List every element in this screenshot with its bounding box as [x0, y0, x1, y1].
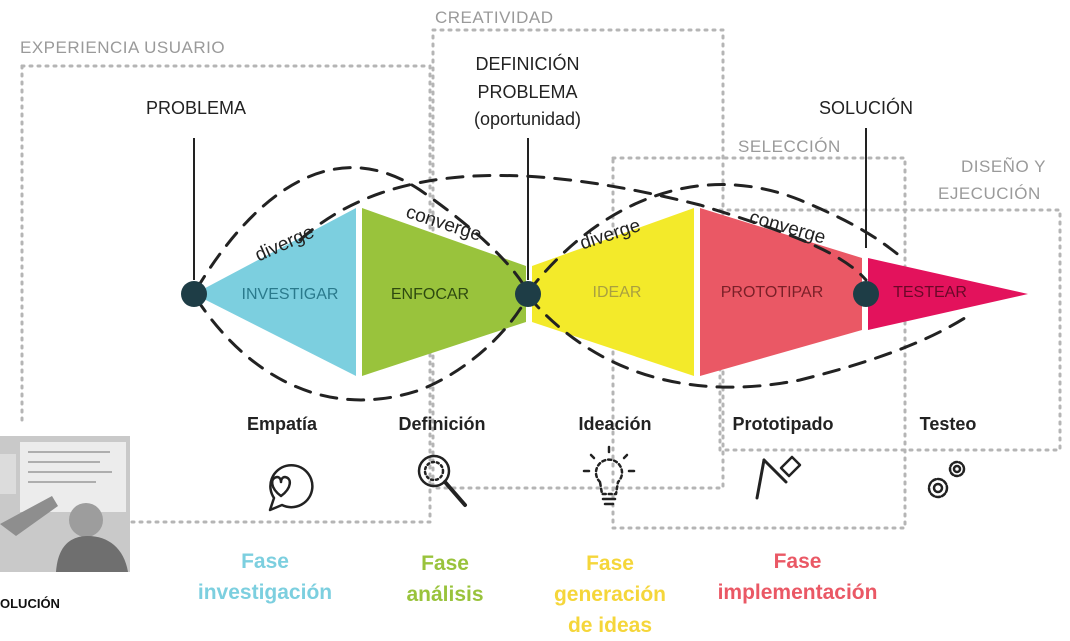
marker-label-definicion-3: (oportunidad)	[473, 109, 582, 129]
hammer-icon	[755, 455, 802, 500]
phase-title-ideacion: Ideación	[578, 414, 652, 434]
phase-title-empatia: Empatía	[246, 414, 318, 434]
fase-implementacion-line1: Fase	[773, 550, 822, 573]
segment-testear	[868, 258, 1028, 330]
flow-curve-bottom-2	[526, 294, 970, 389]
gears-icon	[927, 460, 966, 499]
fase-analisis-line1: Fase	[421, 552, 469, 575]
fase-generacion-line2: generación	[553, 583, 667, 606]
photo-thumbnail	[0, 436, 130, 572]
marker-label-solucion: SOLUCIÓN	[818, 98, 914, 118]
fase-analisis: Fase análisis	[380, 548, 510, 610]
segment-label-idear: IDEAR	[593, 284, 642, 301]
node-problema	[181, 281, 207, 307]
magnifier-icon	[417, 454, 467, 507]
heart-chat-icon	[268, 463, 314, 512]
flow-curve-top-2	[298, 173, 868, 282]
segment-investigar	[194, 208, 356, 376]
phase-title-prototipado: Prototipado	[732, 414, 834, 434]
segment-idear	[532, 208, 694, 376]
fase-investigacion-line2: investigación	[197, 581, 333, 604]
region-label-experiencia: EXPERIENCIA USUARIO	[20, 38, 226, 57]
segment-label-testear: TESTEAR	[893, 284, 967, 301]
phase-title-definicion: Definición	[398, 414, 486, 434]
node-definicion	[515, 281, 541, 307]
segment-label-enfocar: ENFOCAR	[391, 286, 469, 303]
flow-curve-outer-bottom-1	[194, 294, 530, 402]
photo-person-image	[0, 436, 130, 572]
region-label-diseno-1: DISEÑO Y	[961, 157, 1046, 176]
fase-generacion-line3: de ideas	[567, 614, 653, 637]
segment-label-prototipar: PROTOTIPAR	[721, 284, 824, 301]
photo-caption: OLUCIÓN	[0, 596, 60, 611]
fase-analisis-line2: análisis	[406, 583, 484, 606]
marker-label-problema: PROBLEMA	[145, 98, 247, 118]
segment-label-investigar: INVESTIGAR	[242, 286, 339, 303]
fase-implementacion-line2: implementación	[717, 581, 878, 604]
fase-investigacion-line1: Fase	[241, 550, 289, 573]
lightbulb-icon	[582, 445, 636, 506]
flow-curve-top-3	[526, 183, 907, 294]
marker-label-definicion-1: DEFINICIÓN	[475, 54, 580, 74]
fase-generacion-line1: Fase	[586, 552, 634, 575]
fase-generacion: Fase generación de ideas	[535, 548, 685, 641]
region-label-seleccion: SELECCIÓN	[738, 137, 841, 156]
region-label-diseno-2: EJECUCIÓN	[938, 184, 1041, 203]
fase-implementacion: Fase implementación	[695, 546, 900, 608]
segment-enfocar	[362, 208, 526, 376]
flow-curve-outer-top-1	[194, 166, 530, 294]
phase-title-testeo: Testeo	[919, 414, 977, 434]
region-label-creatividad: CREATIVIDAD	[435, 8, 554, 27]
node-solucion	[853, 281, 879, 307]
fase-investigacion: Fase investigación	[180, 546, 350, 608]
marker-label-definicion-2: PROBLEMA	[477, 82, 578, 102]
